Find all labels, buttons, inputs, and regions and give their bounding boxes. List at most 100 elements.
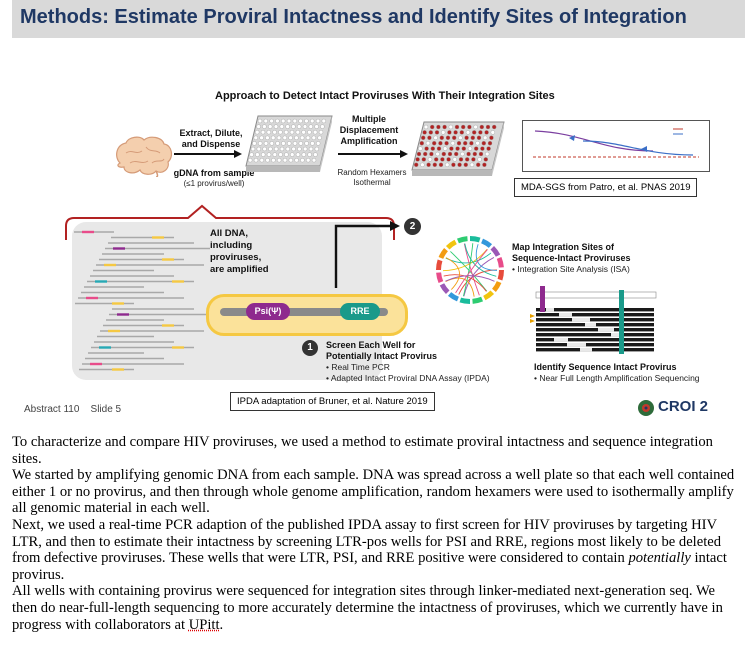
circos-link: [445, 277, 475, 297]
well: [478, 130, 483, 135]
well: [465, 157, 470, 162]
well: [439, 135, 444, 140]
arrow-step2: [334, 221, 400, 288]
well: [453, 130, 458, 135]
well: [433, 135, 438, 140]
croi-logo-text: CROI 2: [658, 398, 709, 415]
well: [314, 124, 319, 129]
well: [250, 146, 256, 152]
extract-label: Extract, Dilute, and Dispense: [172, 128, 250, 150]
well: [415, 157, 420, 162]
step-2-badge: 2: [404, 218, 421, 235]
well: [266, 130, 271, 135]
circos-link: [475, 244, 498, 271]
well: [272, 130, 277, 135]
alignment-gap: [580, 348, 592, 352]
well: [284, 152, 289, 157]
well: [446, 157, 451, 162]
circos-segment: [447, 292, 459, 302]
circos-segment: [472, 296, 484, 304]
alignment-row: [536, 328, 654, 332]
well: [260, 130, 266, 135]
well: [268, 146, 273, 152]
p4-underlined: UPitt: [188, 616, 220, 633]
gdna-title: gDNA from sample: [173, 168, 255, 178]
alignment-row: [536, 313, 654, 317]
well: [288, 135, 293, 140]
circos-segment: [483, 290, 495, 301]
well: [303, 146, 308, 152]
well: [263, 118, 268, 124]
well: [278, 152, 283, 157]
well: [476, 135, 482, 140]
alignment-gap: [554, 338, 568, 342]
well: [247, 158, 253, 163]
map-bullet-1: • Integration Site Analysis (ISA): [512, 264, 630, 274]
title-bar: Methods: Estimate Proviral Intactness an…: [12, 0, 745, 38]
circos-link: [462, 243, 474, 297]
well: [321, 118, 327, 124]
p4-text-b: .: [219, 616, 224, 633]
provirus-genome: [220, 308, 388, 316]
speaker-notes: To characterize and compare HIV provirus…: [12, 434, 740, 633]
well: [313, 152, 318, 157]
mda-line-1: Multiple: [352, 114, 386, 124]
figure-title: Approach to Detect Intact Proviruses Wit…: [215, 90, 555, 102]
well: [457, 162, 462, 167]
hexamers-line-1: Random Hexamers: [337, 168, 407, 177]
well: [435, 151, 440, 157]
well: [307, 130, 312, 135]
circos-segment: [445, 239, 457, 250]
well: [423, 124, 429, 130]
notes-paragraph-2: We started by amplifying genomic DNA fro…: [12, 467, 735, 517]
well: [436, 124, 441, 130]
well: [485, 124, 491, 130]
well: [461, 146, 466, 151]
well: [427, 157, 433, 162]
well: [450, 141, 455, 146]
alignment-gap: [598, 328, 614, 332]
well: [285, 124, 290, 129]
well: [318, 130, 324, 135]
well: [298, 141, 303, 146]
circos-link: [463, 257, 495, 297]
circos-segment: [439, 283, 450, 295]
mda-sgs-diagram: [533, 128, 699, 158]
slide-title: Methods: Estimate Proviral Intactness an…: [20, 6, 687, 28]
well-plate-icon: [245, 115, 333, 172]
well: [258, 141, 263, 146]
screen-title-1: Screen Each Well for: [326, 340, 416, 350]
well: [447, 151, 453, 157]
well: [278, 130, 283, 135]
well: [434, 157, 439, 162]
well: [284, 130, 289, 135]
circos-plot-icon: [436, 236, 504, 304]
well: [441, 130, 446, 135]
well: [441, 151, 446, 157]
amp-line-1: All DNA,: [210, 228, 248, 239]
well: [282, 135, 287, 140]
well: [471, 130, 477, 135]
notes-paragraph-3: Next, we used a real-time PCR adaption o…: [12, 517, 740, 583]
well: [292, 141, 298, 146]
circos-segment: [470, 236, 481, 243]
well: [294, 135, 299, 140]
well: [274, 146, 279, 152]
well: [290, 152, 295, 157]
step-1-badge: 1: [302, 340, 318, 356]
amp-line-2: including: [210, 240, 253, 251]
circos-segment: [481, 238, 493, 248]
well: [315, 141, 321, 146]
well: [430, 146, 435, 151]
circos-link: [442, 248, 488, 272]
well: [262, 124, 267, 129]
well: [287, 141, 292, 146]
well: [256, 124, 261, 129]
well: [271, 135, 276, 140]
well: [271, 158, 276, 163]
well: [288, 158, 293, 163]
well: [464, 135, 469, 140]
well: [458, 157, 464, 162]
well: [314, 146, 320, 152]
dna-fragments: [74, 230, 210, 371]
